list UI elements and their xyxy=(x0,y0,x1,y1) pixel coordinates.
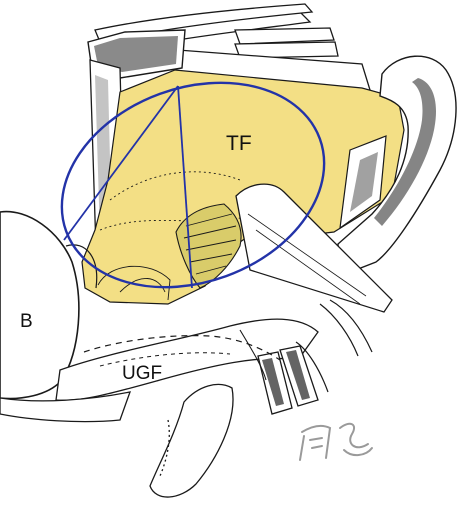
blue-outline-ellipse xyxy=(60,81,326,289)
pelvic-floor xyxy=(0,318,319,498)
signature xyxy=(299,422,373,461)
lower-fascia-dashed xyxy=(83,335,281,361)
organ-bundle xyxy=(235,183,393,357)
blue-triangle-lines xyxy=(63,85,193,289)
bladder xyxy=(0,210,80,400)
muscle-cross-section xyxy=(87,29,186,261)
pelvic-bone xyxy=(337,55,457,277)
label-b: B xyxy=(20,311,33,332)
vessels xyxy=(239,329,329,415)
label-tf: TF xyxy=(226,132,252,155)
label-ugf: UGF xyxy=(122,363,163,384)
